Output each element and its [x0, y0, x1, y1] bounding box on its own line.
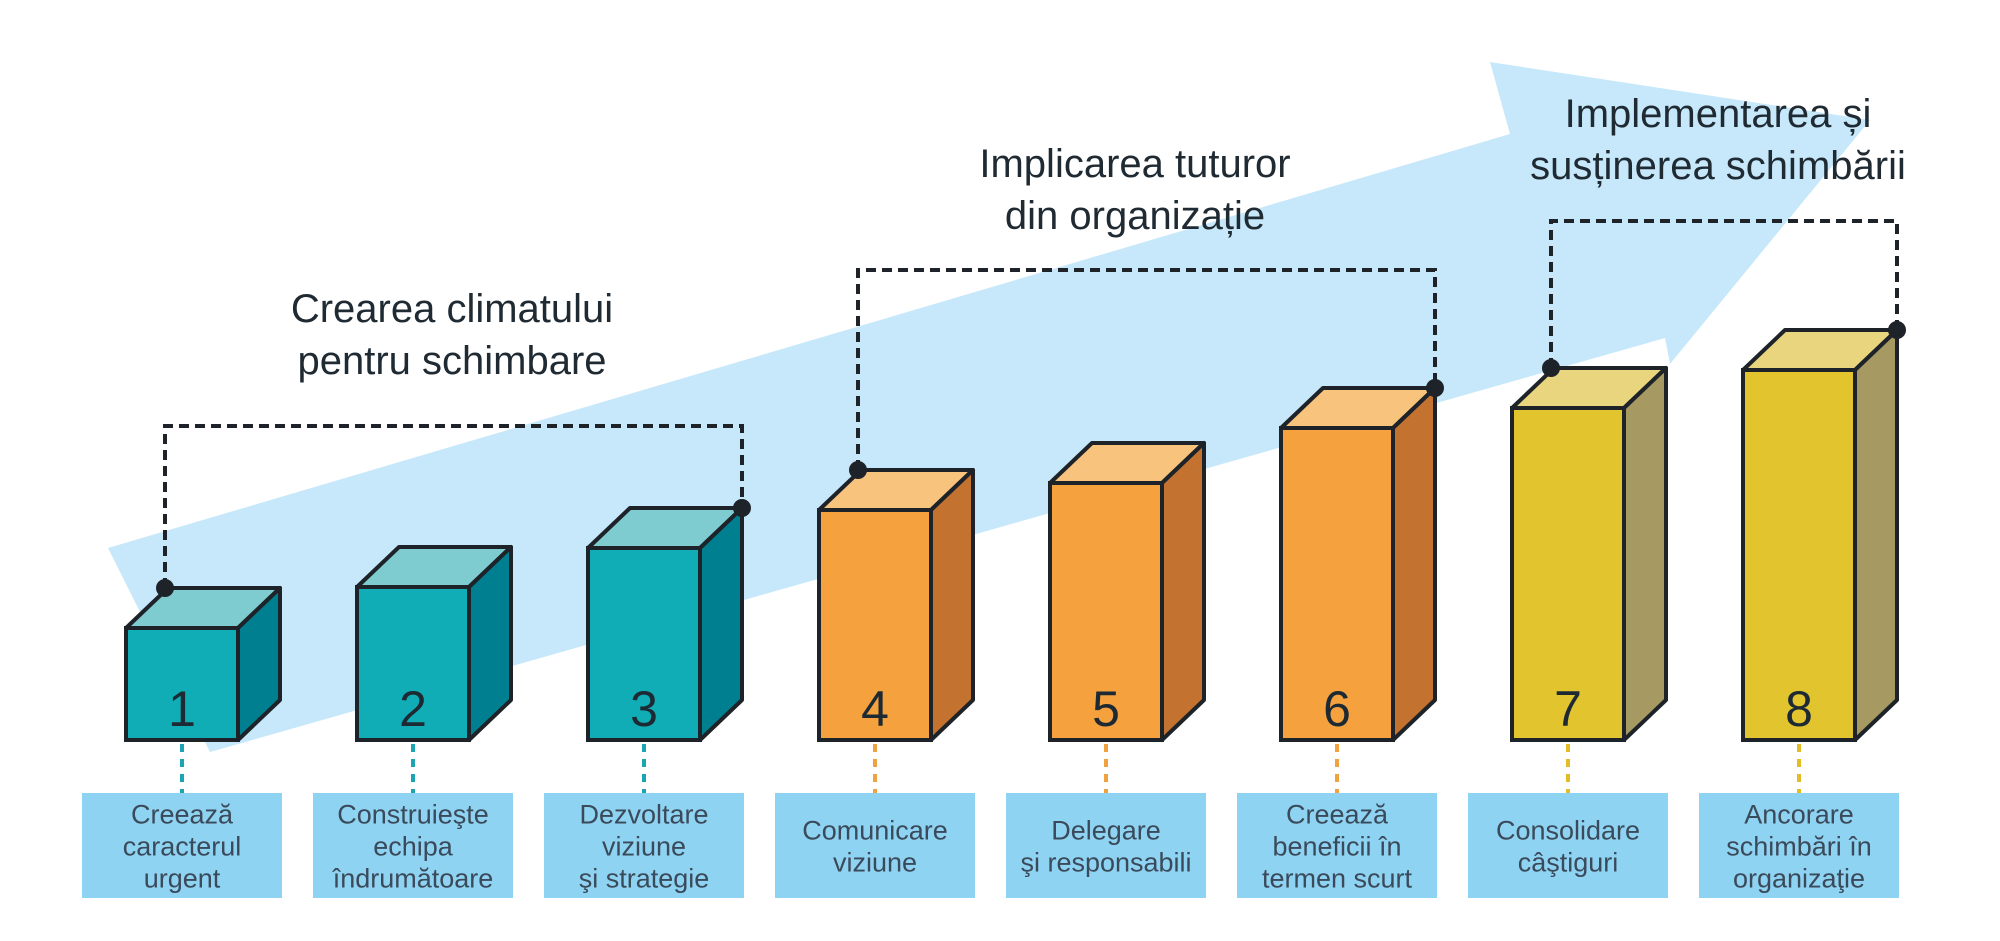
bar-front-face: [1510, 406, 1626, 742]
label-box: [544, 793, 744, 898]
bar-front-face: [817, 508, 933, 742]
label-line: câştiguri: [1518, 848, 1619, 878]
bracket-line: [163, 424, 744, 588]
step-number: 8: [1785, 681, 1813, 737]
step-number: 3: [630, 681, 658, 737]
label-box: [1237, 793, 1437, 898]
step-bar-4: 4: [817, 468, 975, 793]
label-line: urgent: [144, 864, 221, 894]
label-box: [82, 793, 282, 898]
step-number: 7: [1554, 681, 1582, 737]
bracket-end-dot: [733, 499, 751, 517]
step-number: 5: [1092, 681, 1120, 737]
group-connectors: [156, 219, 1906, 597]
bar-side-face: [1391, 386, 1437, 742]
step-number: 2: [399, 681, 427, 737]
step-number: 1: [168, 681, 196, 737]
step-number: 6: [1323, 681, 1351, 737]
label-line: Consolidare: [1496, 816, 1640, 846]
bar-front-face: [124, 626, 240, 742]
label-line: şi responsabili: [1020, 848, 1191, 878]
step-bar-8: 8: [1741, 328, 1899, 793]
label-line: echipa: [373, 832, 454, 862]
group-title-1: Crearea climatului pentru schimbare: [291, 287, 613, 383]
label-line: Dezvoltare: [579, 800, 708, 830]
label-box: [313, 793, 513, 898]
label-line: îndrumătoare: [332, 864, 494, 894]
bar-front-face: [1279, 426, 1395, 742]
bar-side-face: [698, 506, 744, 742]
bracket-end-dot: [1888, 321, 1906, 339]
bar-front-face: [1741, 368, 1857, 742]
group-title-line: din organizație: [1005, 194, 1265, 238]
label-line: Comunicare: [802, 816, 948, 846]
step-bar-7: 7: [1510, 366, 1668, 793]
label-box: [1468, 793, 1668, 898]
step-bar-5: 5: [1048, 441, 1206, 793]
label-box: [1699, 793, 1899, 898]
label-line: termen scurt: [1262, 864, 1413, 894]
label-line: schimbări în: [1726, 832, 1872, 862]
label-line: Construieşte: [337, 800, 489, 830]
label-box: [1006, 793, 1206, 898]
label-line: şi strategie: [579, 864, 710, 894]
group-title-3: Implementarea și susținerea schimbării: [1530, 92, 1906, 188]
label-line: Creează: [1286, 800, 1389, 830]
bar-side-face: [1853, 328, 1899, 742]
label-line: beneficii în: [1272, 832, 1401, 862]
label-box: [775, 793, 975, 898]
group-bracket-3: [1542, 219, 1906, 377]
step-bars: 1 2 3 4 5 6 7 8: [124, 328, 1899, 793]
bar-front-face: [586, 546, 702, 742]
bracket-line: [856, 268, 1437, 470]
group-title-line: Implicarea tuturor: [979, 142, 1290, 186]
group-bracket-2: [849, 268, 1444, 479]
bracket-line: [1549, 219, 1899, 368]
group-title-line: Crearea climatului: [291, 287, 613, 331]
label-line: caracterul: [123, 832, 242, 862]
group-title-line: pentru schimbare: [297, 339, 606, 383]
label-line: organizaţie: [1733, 864, 1865, 894]
step-number: 4: [861, 681, 889, 737]
bracket-end-dot: [1426, 379, 1444, 397]
group-title-2: Implicarea tuturor din organizație: [979, 142, 1290, 238]
step-bar-2: 2: [355, 545, 513, 793]
label-line: Delegare: [1051, 816, 1161, 846]
bar-front-face: [355, 585, 471, 742]
bar-side-face: [929, 468, 975, 742]
label-line: viziune: [602, 832, 686, 862]
bracket-start-dot: [156, 579, 174, 597]
label-line: Ancorare: [1744, 800, 1854, 830]
bracket-start-dot: [1542, 359, 1560, 377]
bar-side-face: [1160, 441, 1206, 742]
group-title-line: Implementarea și: [1565, 92, 1872, 136]
group-titles: Crearea climatului pentru schimbare Implic…: [291, 92, 1906, 383]
bar-front-face: [1048, 481, 1164, 742]
bar-side-face: [1622, 366, 1668, 742]
label-line: Creează: [131, 800, 234, 830]
step-bar-3: 3: [586, 506, 744, 793]
step-bar-6: 6: [1279, 386, 1437, 793]
step-bar-1: 1: [124, 586, 282, 793]
group-title-line: susținerea schimbării: [1530, 144, 1906, 188]
bracket-start-dot: [849, 461, 867, 479]
progress-arrow-background: [108, 62, 1870, 752]
label-line: viziune: [833, 848, 917, 878]
step-labels: CreeazăcaracterulurgentConstruieşteechip…: [82, 793, 1899, 898]
group-bracket-1: [156, 424, 751, 597]
